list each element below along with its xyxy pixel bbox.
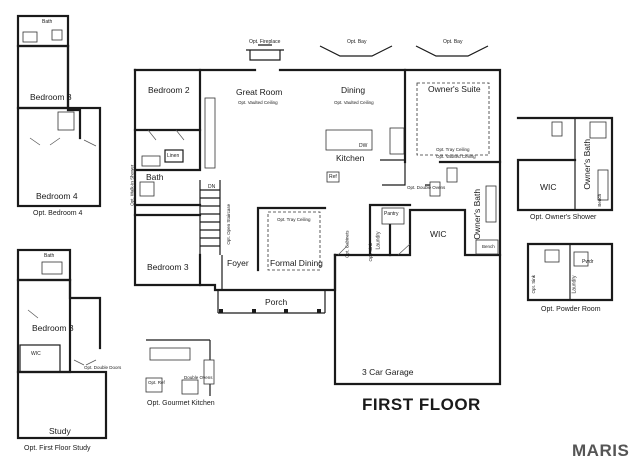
- opt-study-bedroom3-label: Bedroom 3: [32, 323, 74, 333]
- gourmet-caption: Opt. Gourmet Kitchen: [147, 400, 215, 407]
- dining-label: Dining: [341, 85, 366, 95]
- porch-label: Porch: [265, 297, 288, 307]
- opt-double-ovens-label: Opt. Double Ovens: [407, 185, 446, 190]
- ref-label: Ref: [329, 174, 337, 180]
- formal-dining-label: Formal Dining: [270, 258, 323, 268]
- bench-label: Bench: [482, 244, 495, 249]
- owners-suite-label: Owner's Suite: [428, 84, 481, 94]
- bath-label: Bath: [146, 172, 164, 182]
- main-plan: [133, 44, 502, 386]
- kitchen-label: Kitchen: [336, 153, 365, 163]
- opt-study-wic-label: WIC: [31, 351, 41, 357]
- opt-owners-shower-plan: [516, 116, 614, 212]
- opt-bay-2-label: Opt. Bay: [443, 39, 463, 45]
- pantry-label: Pantry: [384, 211, 399, 217]
- formal-dining-note: Opt. Tray Ceiling: [277, 217, 311, 222]
- opt-bedroom4-bedroom4-label: Bedroom 4: [36, 191, 78, 201]
- opt-sink-label: Opt. Sink: [368, 242, 374, 262]
- powder-opt-sink-label: Opt. Sink: [531, 274, 537, 294]
- opt-study-plan: [16, 248, 108, 440]
- opt-bay-1-label: Opt. Bay: [347, 39, 367, 45]
- dn-label: DN: [208, 184, 216, 190]
- opt-study-study-label: Study: [49, 426, 71, 436]
- opt-walkin-shower-label: Opt. Walk-In Shower: [129, 164, 135, 206]
- opt-bedroom4-plan: [16, 14, 102, 208]
- dw-label: DW: [359, 143, 368, 149]
- gourmet-double-ovens-label: Double Ovens: [184, 375, 213, 380]
- great-room-label: Great Room: [236, 87, 283, 97]
- opt-cabinets-label: Opt. Cabinets: [344, 230, 350, 259]
- powder-pwdr-label: Pwdr: [582, 259, 594, 265]
- wic-label: WIC: [430, 229, 447, 239]
- linen-label: Linen: [167, 153, 180, 159]
- powder-laundry-label: Laundry: [571, 275, 578, 294]
- opt-bedroom4-caption: Opt. Bedroom 4: [33, 210, 83, 217]
- opt-study-double-doors-label: Opt. Double Doors: [84, 365, 122, 370]
- bedroom3-label: Bedroom 3: [147, 262, 189, 272]
- owners-suite-vaulted-note: Opt. Vaulted Ceiling: [436, 154, 476, 159]
- opt-powder-plan: [526, 242, 614, 302]
- opt-bedroom4-bath-label: Bath: [42, 19, 53, 25]
- owners-shower-caption: Opt. Owner's Shower: [530, 214, 597, 221]
- shower-bench-label: Bench: [597, 193, 603, 207]
- opt-fireplace-label: Opt. Fireplace: [249, 39, 281, 45]
- opt-bedroom4-bedroom3-label: Bedroom 3: [30, 92, 72, 102]
- opt-study-caption: Opt. First Floor Study: [24, 445, 91, 452]
- dining-note: Opt. Vaulted Ceiling: [334, 100, 374, 105]
- powder-room-caption: Opt. Powder Room: [541, 306, 601, 313]
- garage-label: 3 Car Garage: [362, 367, 414, 377]
- owners-suite-tray-note: Opt. Tray Ceiling: [436, 147, 470, 152]
- laundry-label: Laundry: [375, 231, 382, 250]
- opt-gourmet-plan: [145, 339, 215, 396]
- great-room-note: Opt. Vaulted Ceiling: [238, 100, 278, 105]
- foyer-label: Foyer: [227, 258, 249, 268]
- shower-owners-bath-label: Owner's Bath: [582, 138, 593, 190]
- brand-watermark: MARIS: [572, 441, 630, 460]
- opt-open-staircase-label: Opt. Open Staircase: [226, 203, 232, 245]
- opt-study-bath-label: Bath: [44, 253, 55, 259]
- bedroom2-label: Bedroom 2: [148, 85, 190, 95]
- gourmet-opt-ref-label: Opt. Ref: [148, 380, 165, 385]
- shower-wic-label: WIC: [540, 182, 557, 192]
- owners-bath-label: Owner's Bath: [472, 188, 483, 240]
- floor-title: FIRST FLOOR: [362, 395, 481, 414]
